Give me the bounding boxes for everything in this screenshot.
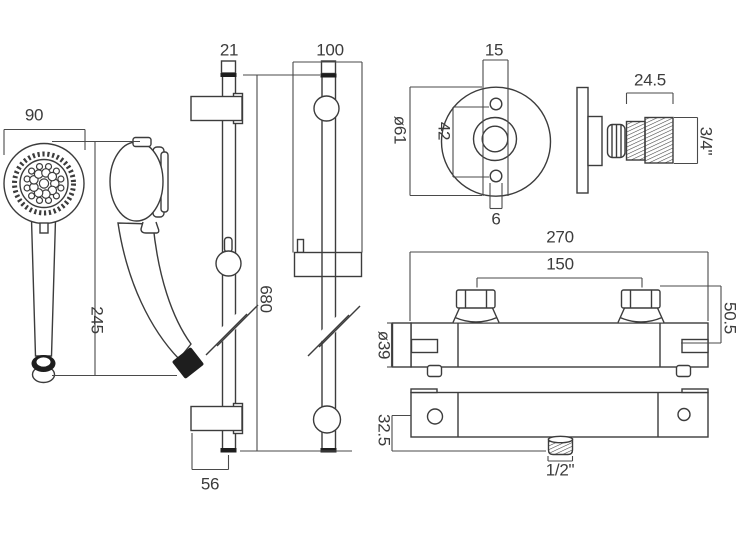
dim-label-rail-offset: 56 [200,474,220,494]
handset-side-dome [109,141,164,222]
spray-nozzle-ring [23,163,65,204]
valve-bottom-view [410,388,709,456]
dim-label-valve-diameter: ø39 [374,330,394,360]
valve-body [410,322,709,368]
handset-face-inner-ring [19,158,69,209]
dim-label-valve-centres: 150 [546,254,574,274]
valve-knob-cap-left [391,322,412,368]
handset-front-handle [30,219,57,357]
dim-lines-connector-thread [674,116,699,165]
handset-side-hose-nut [172,347,204,379]
dim-lines-rail-depth [292,61,363,253]
dim-lines-connector-length [625,92,674,104]
dim-lines-outlet-diameter [409,86,482,197]
dimension-lines [3,59,722,471]
dim-label-outlet-hole: 6 [491,209,501,229]
dim-lines-valve-body-diameter [387,322,393,368]
valve-outlet-thread [547,435,574,456]
outlet-wall-plate [576,86,589,194]
slide-rail-front-view [190,60,259,453]
handset-side-hook [140,221,160,234]
handset-neck-tab [39,222,49,234]
valve-bottom-lip-left [410,388,438,394]
outlet-boss [587,115,603,167]
rail-side-knob-bottom [312,405,342,434]
rail-side-bracket [293,251,363,278]
outlet-boss-ring [472,116,518,162]
valve-bottom-body [410,391,709,438]
dim-lines-rail-offset [191,433,230,471]
rail-side-cap-top [320,73,337,78]
rail-side-finial-top [320,60,337,75]
rail-cap-bottom [220,448,237,453]
dim-label-handset-length: 245 [87,306,107,334]
dim-lines-rail-length [240,74,352,452]
handset-face-bead-ring [12,151,76,216]
rail-side-knob-top [313,95,340,122]
dim-label-valve-thread: 1/2" [545,460,575,480]
outlet-screw-hole-bottom [489,169,503,183]
rail-break-side [307,305,361,357]
valve-inlet-right [617,289,665,323]
valve-foot-right [675,364,692,378]
dim-label-outlet-slot: 15 [484,40,504,60]
handset-front-view [3,142,85,384]
spray-nozzle-cluster [29,168,60,199]
rail-bracket-top [190,95,243,122]
dim-label-rail-diameter: 21 [219,40,239,60]
valve-lever-notch-right [681,338,709,354]
dim-label-valve-drop: 32.5 [374,414,394,446]
slider-knob [215,250,242,277]
rail-bracket-bottom [190,405,243,432]
dim-lines-valve-centres [476,277,643,288]
wall-outlet-side-view [576,86,674,194]
connector-thread-main [644,116,674,164]
slider-pin [223,236,233,253]
rail-side-pin [296,238,305,254]
dim-lines-handset-width [3,128,86,155]
valve-foot-left [426,364,443,378]
dim-lines-outlet-slot [482,59,509,196]
dim-label-rail-length: 680 [256,285,276,313]
dim-label-handset-width: 90 [24,105,44,125]
valve-bottom-screw-left [426,408,444,425]
dim-label-outlet-diameter: ø61 [390,115,410,145]
rail-cap-top [220,73,237,77]
dim-label-rail-depth: 100 [316,40,344,60]
rail-break-front [205,304,259,356]
handset-side-view [109,136,204,379]
rail-side-cap-bottom [320,448,337,453]
dim-label-connector-length: 24.5 [634,70,666,90]
dim-label-valve-width: 270 [546,227,574,247]
rail-finial-top [220,60,237,74]
dim-lines-valve-outlet-depth [391,414,546,452]
connector-thread-small [625,120,646,161]
handset-front-hose-hole [36,357,51,367]
valve-top-view [391,289,709,378]
handset-side-handle [117,222,192,361]
outlet-screw-hole-top [489,97,503,111]
outlet-flange [440,86,552,197]
dim-lines-handset-length [52,140,177,377]
dim-label-connector-thread: 3/4" [696,126,716,156]
valve-inlet-left [452,289,500,323]
dim-label-valve-height: 50.5 [720,302,740,334]
slide-rail-side-view [293,60,363,453]
dim-label-outlet-centres: 42 [434,121,454,141]
dim-lines-valve-outlet-thread [547,456,574,462]
valve-bottom-screw-right [677,407,691,422]
valve-bottom-lip-right [681,388,709,394]
dim-lines-outlet-centres [452,106,489,178]
dim-lines-valve-inlet-height [660,285,722,344]
wall-outlet-front-view [440,86,552,197]
dim-lines-outlet-hole [489,183,503,210]
valve-lever-notch-left [410,338,439,354]
